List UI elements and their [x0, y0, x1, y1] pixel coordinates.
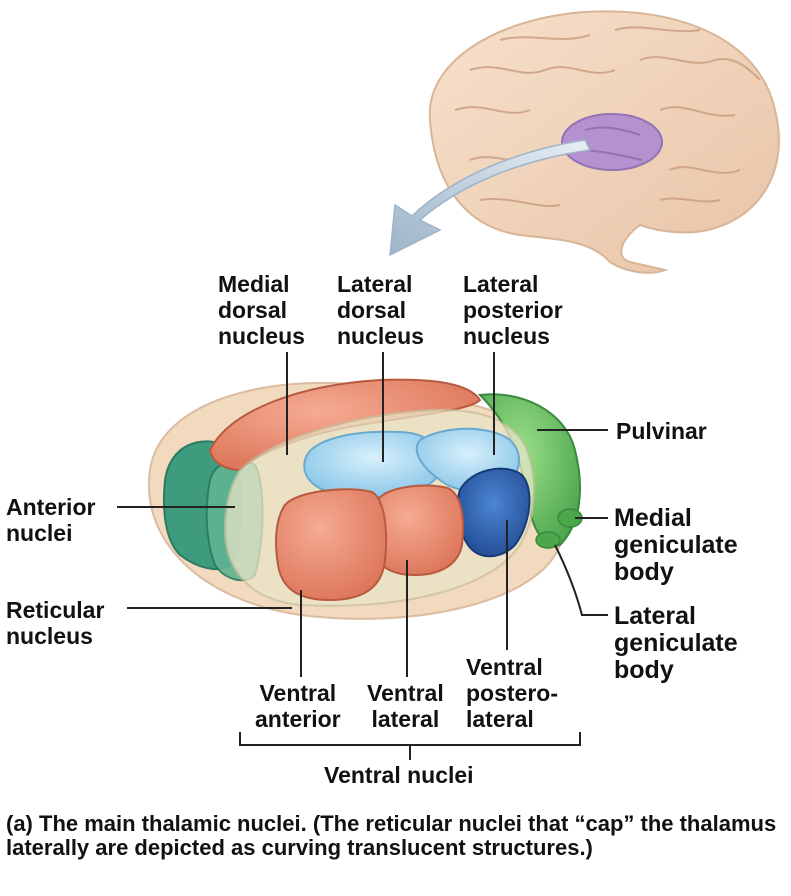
- label-ventral-nuclei: Ventral nuclei: [324, 762, 474, 788]
- brain-illustration: [428, 10, 780, 274]
- thalamus-highlight: [561, 113, 663, 171]
- caption-lead: (a) The main thalamic nuclei.: [6, 811, 307, 836]
- label-pulvinar: Pulvinar: [616, 418, 707, 444]
- figure-caption: (a) The main thalamic nuclei. (The retic…: [6, 812, 786, 860]
- ventral-anterior-region: [275, 488, 388, 602]
- caption-text: (The reticular nuclei that “cap” the tha…: [6, 811, 777, 860]
- leader-lines: [117, 352, 608, 760]
- curved-arrow: [389, 139, 592, 257]
- thalamus-model: [147, 378, 583, 620]
